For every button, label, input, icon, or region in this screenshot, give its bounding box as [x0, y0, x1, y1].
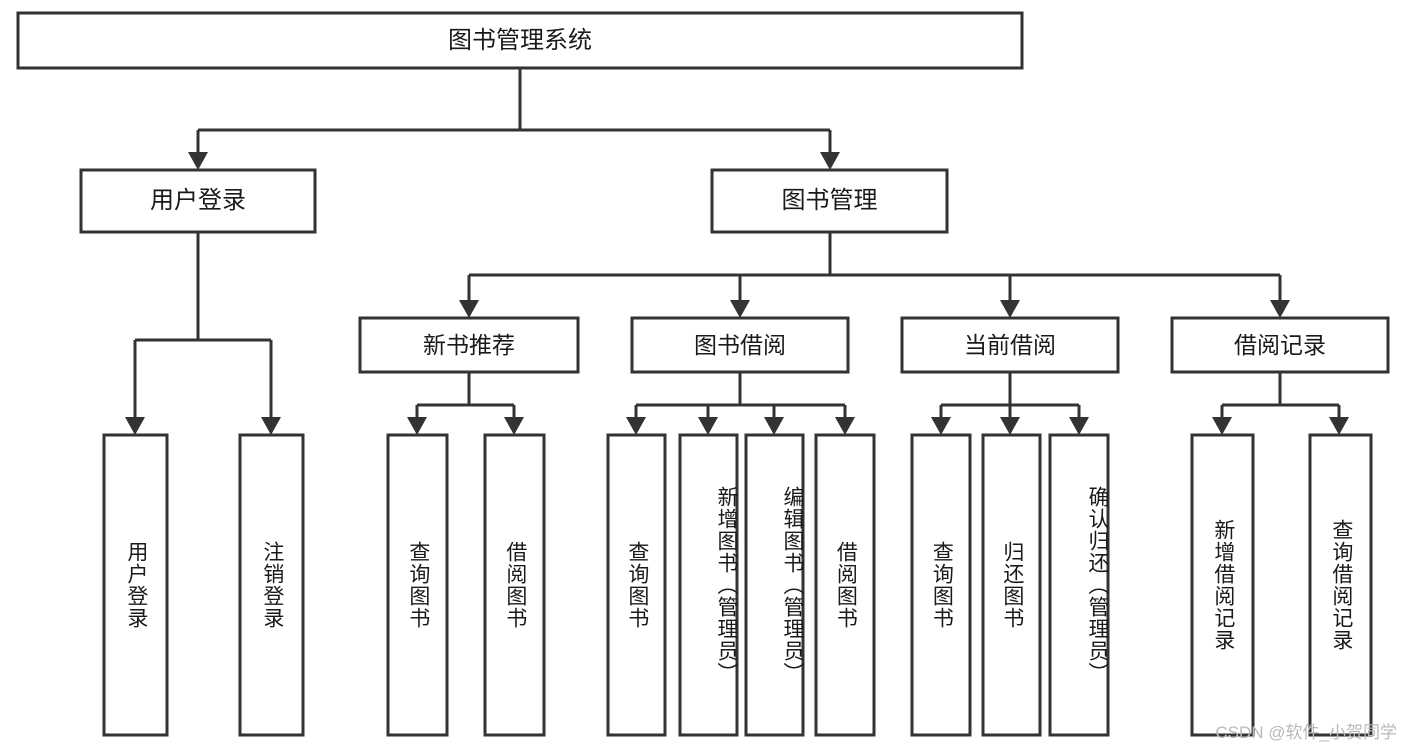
- node-new-book-recommend[interactable]: [358, 316, 580, 374]
- leaf-box[interactable]: [910, 433, 972, 737]
- connector-user-login-to-leaves: [125, 232, 281, 435]
- node-root[interactable]: [16, 11, 1024, 70]
- node-book-borrow[interactable]: [630, 316, 850, 374]
- leaf-box[interactable]: [1048, 433, 1110, 737]
- leaf-box[interactable]: [606, 433, 667, 737]
- leaf-box[interactable]: [981, 433, 1042, 737]
- leaf-box[interactable]: [102, 433, 169, 737]
- node-borrow-record[interactable]: [1170, 316, 1390, 374]
- connector-book-borrow-to-leaves: [626, 372, 855, 435]
- connector-new-book-to-leaves: [407, 372, 524, 435]
- leaf-box[interactable]: [1190, 433, 1255, 737]
- leaf-box[interactable]: [386, 433, 449, 737]
- leaf-box[interactable]: [1308, 433, 1373, 737]
- leaf-box[interactable]: [678, 433, 739, 737]
- leaf-box[interactable]: [814, 433, 876, 737]
- node-book-management[interactable]: [710, 168, 949, 234]
- node-user-login[interactable]: [79, 168, 317, 234]
- node-current-borrow[interactable]: [900, 316, 1120, 374]
- connector-current-borrow-to-leaves: [931, 372, 1089, 435]
- connector-borrow-record-to-leaves: [1212, 372, 1349, 435]
- leaf-box[interactable]: [238, 433, 305, 737]
- connector-root-to-level2: [188, 68, 840, 170]
- leaf-box[interactable]: [744, 433, 805, 737]
- connector-book-mgmt-to-level3: [459, 232, 1290, 318]
- leaf-box[interactable]: [483, 433, 546, 737]
